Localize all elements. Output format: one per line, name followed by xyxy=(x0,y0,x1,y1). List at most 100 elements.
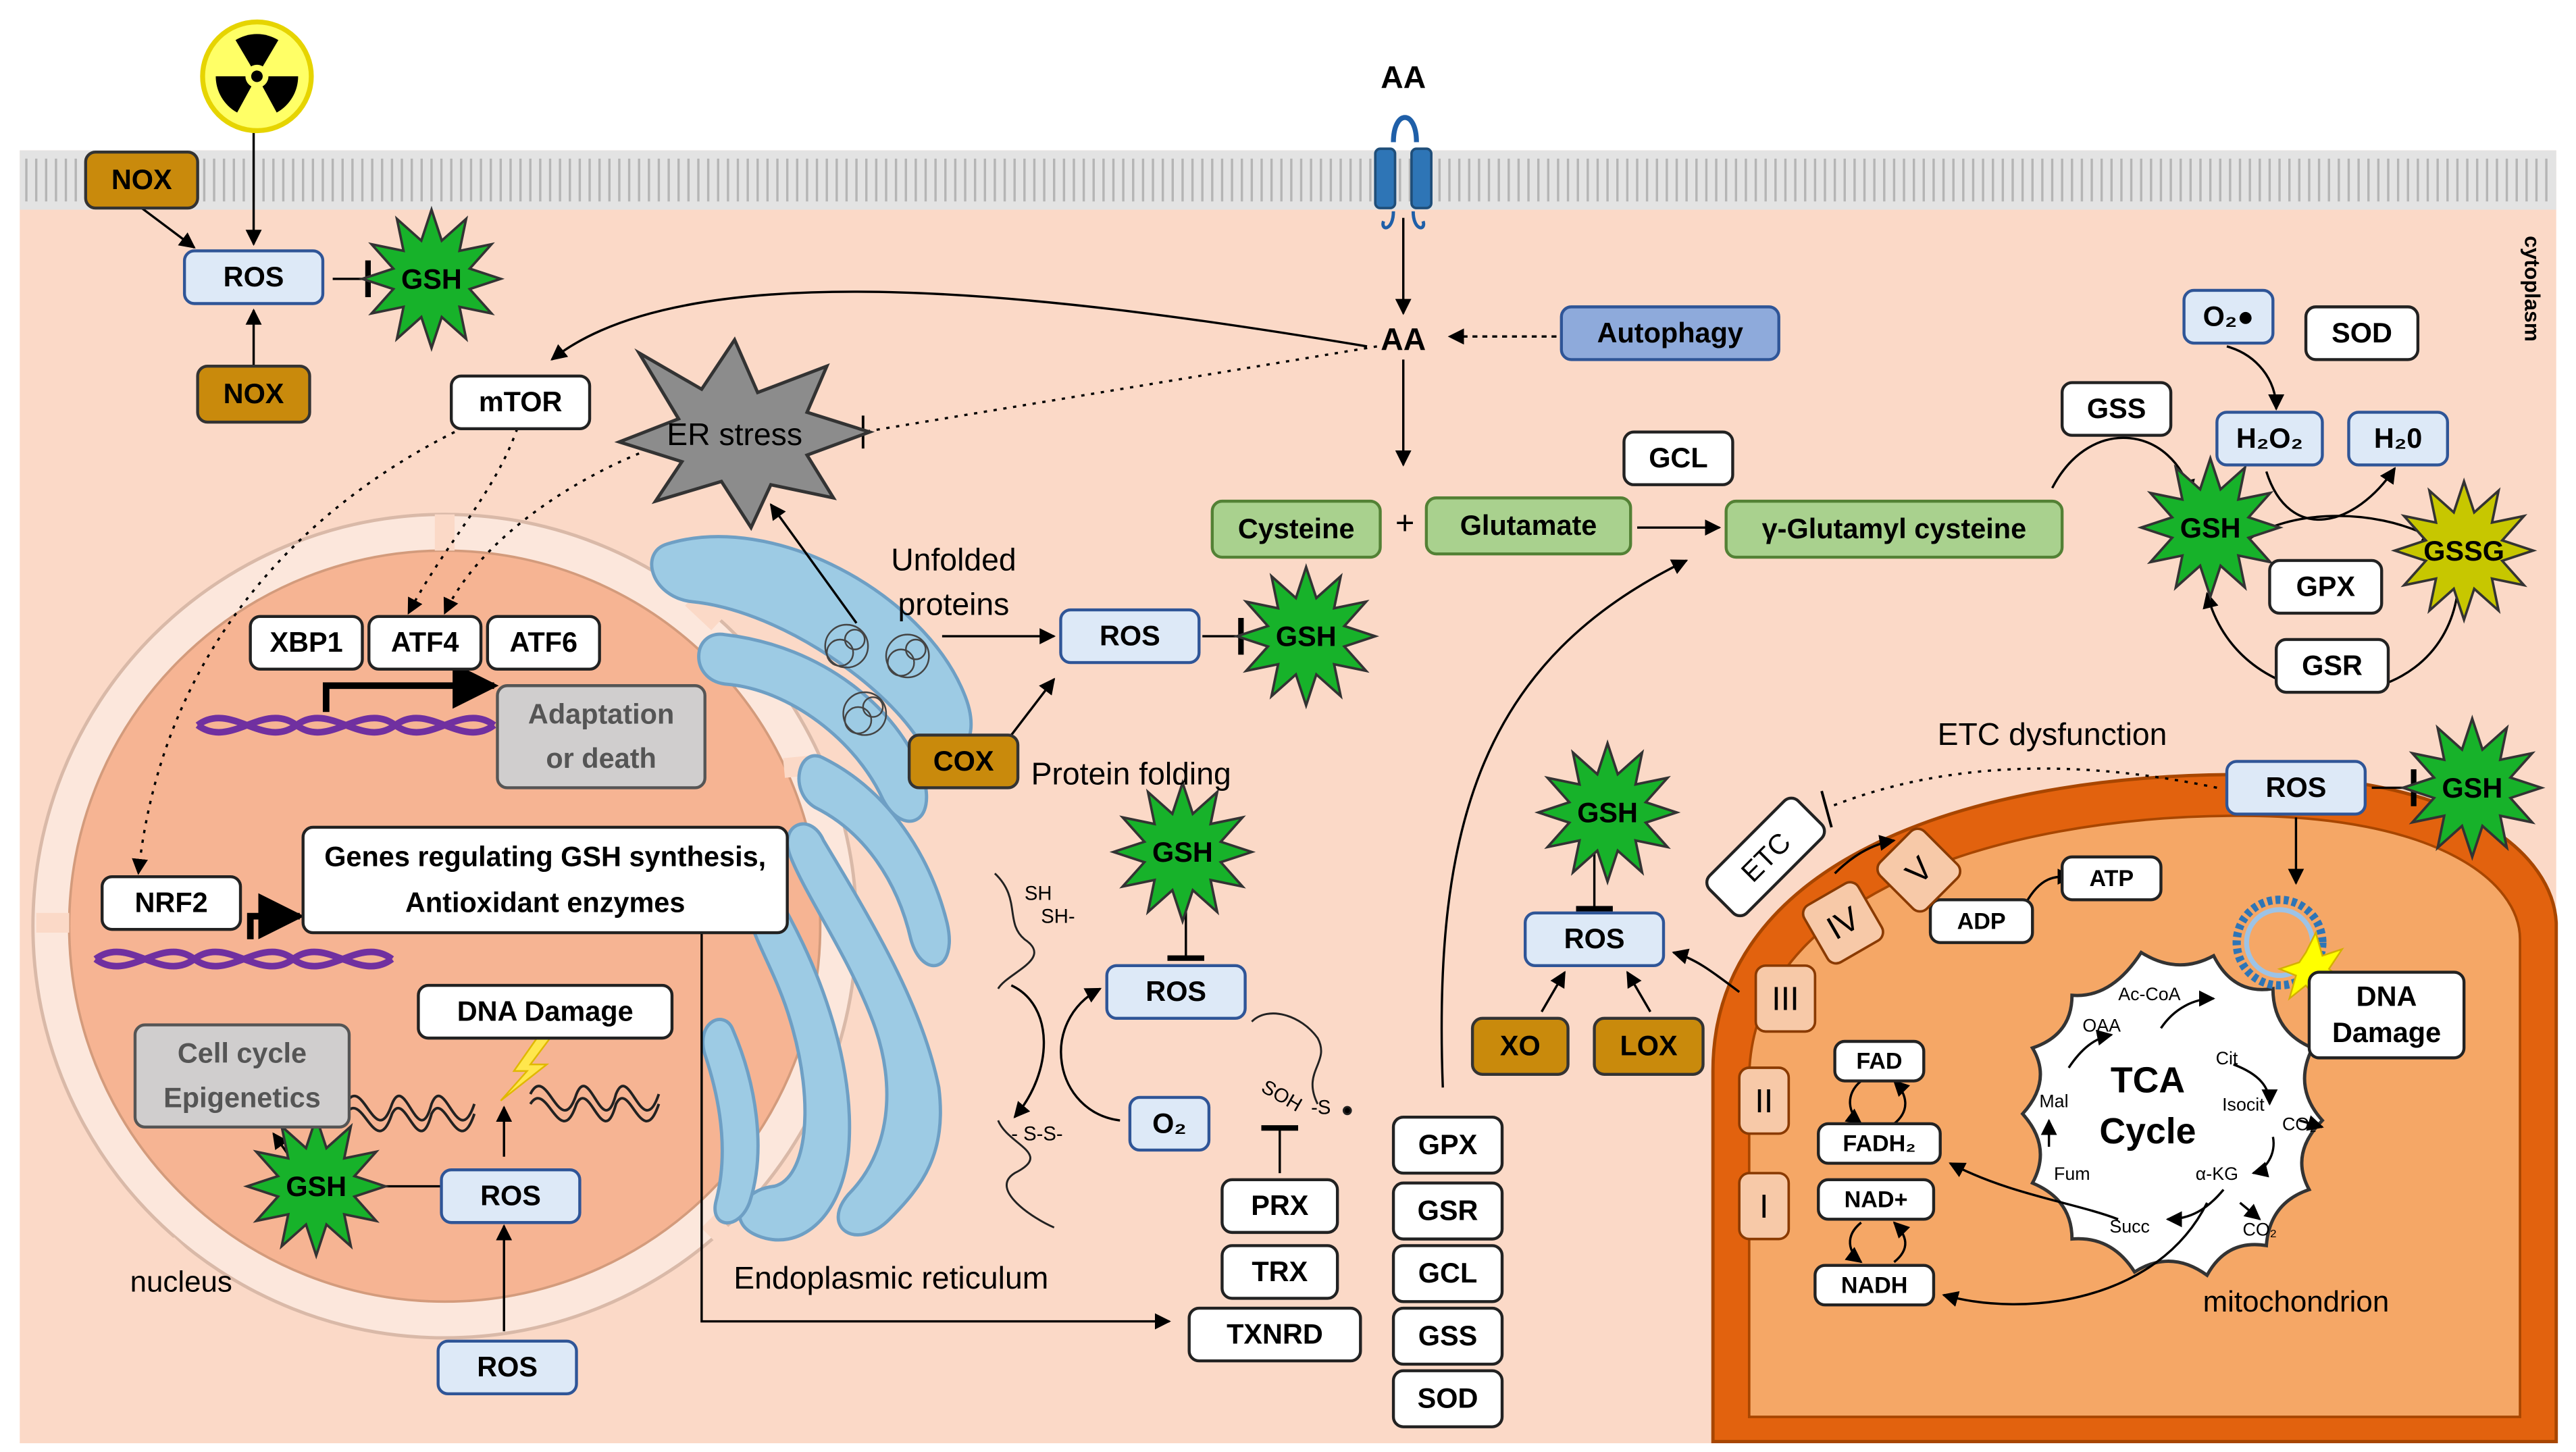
o2-radical-box-label: O₂● xyxy=(2203,300,2255,332)
dna-damage-mito-box-label-1: DNA xyxy=(2356,981,2417,1012)
enzyme-box-3-label: GSS xyxy=(1418,1320,1478,1351)
gcl-top-box-label: GCL xyxy=(1649,442,1707,473)
gss-box: GSS xyxy=(2060,381,2173,437)
enzyme-box-2-label: GCL xyxy=(1418,1257,1477,1289)
fadh2-box-label: FADH₂ xyxy=(1843,1131,1915,1157)
sod-box-label: SOD xyxy=(2332,317,2392,348)
protein-folding-label: Protein folding xyxy=(1031,756,1231,792)
o2-fold-box-label: O₂ xyxy=(1152,1107,1187,1139)
prx-box-label: PRX xyxy=(1251,1189,1309,1221)
transporter-channel-icon xyxy=(1374,115,1433,230)
unfolded-label-2: proteins xyxy=(898,586,1010,621)
gsh-star-nucleus: GSH xyxy=(242,1113,390,1260)
ros-top-box-label: ROS xyxy=(224,261,284,292)
gsh-star-fold: GSH xyxy=(1109,779,1256,925)
gss-box-label: GSS xyxy=(2087,392,2146,424)
gpx-box: GPX xyxy=(2268,559,2384,615)
fad-box: FAD xyxy=(1833,1039,1926,1083)
mtdna-ring-icon xyxy=(2232,896,2348,1004)
gsh-star-cycle: GSH xyxy=(2137,454,2284,601)
adp-box-label: ADP xyxy=(1957,908,2006,934)
xbp1-box-label: XBP1 xyxy=(269,626,342,658)
ros-mito-box: ROS xyxy=(2225,760,2367,816)
free-text: AA AA ER stress Unfolded proteins Protei… xyxy=(130,59,2390,1318)
gamma-glutamyl-box: γ-Glutamyl cysteine xyxy=(1724,499,2064,559)
tca-ac-coa: Ac-CoA xyxy=(2118,984,2180,1004)
dna-damage-nucleus-box: DNA Damage xyxy=(417,983,674,1040)
protein-chain-icon xyxy=(994,873,1352,1228)
cell-membrane xyxy=(20,150,2556,210)
s-radical-label: -S xyxy=(1311,1097,1331,1118)
adp-box: ADP xyxy=(1928,898,2034,944)
fadh2-box: FADH₂ xyxy=(1817,1122,1942,1165)
h2o-box: H₂0 xyxy=(2347,411,2449,467)
atf6-box-label: ATF6 xyxy=(509,626,577,658)
xbp1-box: XBP1 xyxy=(249,615,364,671)
lightning-icon xyxy=(500,1037,552,1101)
gsh-star-er: GSH xyxy=(1233,563,1380,710)
cytoplasm-label: cytoplasm xyxy=(2520,236,2544,342)
cox-box: COX xyxy=(907,733,1020,789)
enzyme-box-4-label: SOD xyxy=(1418,1382,1478,1414)
genes-box-label-1: Genes regulating GSH synthesis, xyxy=(324,840,766,872)
ros-bottom-box-label: ROS xyxy=(477,1351,538,1382)
cox-box-label: COX xyxy=(933,745,994,777)
gsh-star-er-label: GSH xyxy=(1276,621,1337,652)
gsh-star-nucleus-label: GSH xyxy=(286,1170,346,1202)
tca-label-2: Cycle xyxy=(2099,1111,2196,1151)
nadh-box-label: NADH xyxy=(1841,1272,1908,1298)
nox-bottom-box-label: NOX xyxy=(224,378,284,409)
ros-nucleus-box-label: ROS xyxy=(480,1180,541,1212)
er-stress-label: ER stress xyxy=(667,417,802,452)
connectors xyxy=(132,129,2459,1332)
ros-er-box: ROS xyxy=(1059,608,1201,665)
fad-box-label: FAD xyxy=(1856,1049,1902,1074)
gpx-box-label: GPX xyxy=(2296,570,2356,602)
dna-damage-nucleus-box-label: DNA Damage xyxy=(457,995,634,1027)
ros-fold-box: ROS xyxy=(1105,964,1247,1020)
nadp-box: NAD+ xyxy=(1817,1178,1936,1221)
mitochondrion-label: mitochondrion xyxy=(2203,1285,2390,1318)
ss-label: - S-S- xyxy=(1011,1123,1062,1145)
complex-2-box: II xyxy=(1738,1066,1791,1135)
unfolded-protein-icon xyxy=(824,623,930,736)
gsr-box-label: GSR xyxy=(2302,649,2363,681)
ros-top-box: ROS xyxy=(182,249,325,305)
mtor-box: mTOR xyxy=(449,374,592,431)
gsr-box: GSR xyxy=(2274,638,2390,694)
txnrd-box-label: TXNRD xyxy=(1227,1318,1323,1349)
gssg-star: GSSG xyxy=(2390,477,2538,624)
trx-box: TRX xyxy=(1220,1244,1339,1300)
sod-box: SOD xyxy=(2304,305,2420,361)
nrf2-box-label: NRF2 xyxy=(135,887,208,918)
unfolded-label-1: Unfolded xyxy=(891,542,1016,577)
enzyme-box-0-label: GPX xyxy=(1418,1129,1478,1160)
gsh-star-fold-label: GSH xyxy=(1152,836,1213,868)
ros-xo-box: ROS xyxy=(1523,911,1666,968)
gsh-star-top: GSH xyxy=(358,205,505,353)
sh-label-2: SH- xyxy=(1041,906,1075,927)
xo-box: XO xyxy=(1470,1016,1570,1076)
enzyme-box-3: GSS xyxy=(1391,1306,1504,1366)
enzyme-box-4: SOD xyxy=(1391,1369,1504,1428)
genes-box-label-2: Antioxidant enzymes xyxy=(405,887,685,918)
xo-box-label: XO xyxy=(1500,1030,1541,1062)
tca-co2-2: CO₂ xyxy=(2242,1220,2277,1240)
gsh-star-cycle-label: GSH xyxy=(2180,512,2241,544)
h2o2-box-label: H₂O₂ xyxy=(2236,422,2303,454)
tca-oaa: OAA xyxy=(2082,1015,2121,1035)
o2-radical-box: O₂● xyxy=(2182,288,2275,345)
adaptation-box-label-2: or death xyxy=(546,742,656,774)
tca-cit: Cit xyxy=(2216,1048,2238,1068)
dna-damage-mito-box-label-2: Damage xyxy=(2332,1016,2441,1048)
plus-sign: + xyxy=(1395,505,1414,542)
enzyme-box-1: GSR xyxy=(1391,1181,1504,1241)
dna-strand-icon xyxy=(344,1085,661,1133)
atf4-box: ATF4 xyxy=(367,615,483,671)
nox-top-box: NOX xyxy=(84,150,199,210)
sh-label-1: SH xyxy=(1025,883,1052,904)
radiation-hazard-icon xyxy=(200,19,314,134)
